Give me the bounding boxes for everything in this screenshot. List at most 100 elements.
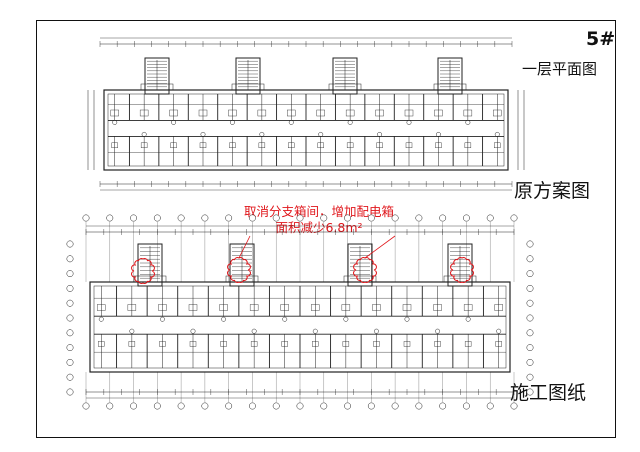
axis-bubble-icon	[272, 214, 280, 222]
furniture-outline	[128, 341, 136, 347]
landing-outline	[231, 83, 265, 91]
axis-bubble-icon	[391, 402, 399, 410]
axis-bubble-icon	[296, 402, 304, 410]
axis-bubble-icon	[66, 329, 74, 337]
furniture-outline	[98, 341, 105, 347]
furniture-outline	[257, 109, 267, 117]
axis-bubble-icon	[201, 214, 209, 222]
stair-core	[137, 243, 163, 287]
axis-bubble-icon	[391, 214, 399, 222]
fixture-icon	[435, 328, 441, 334]
furniture-outline	[110, 109, 119, 117]
fixture-icon	[229, 119, 235, 125]
furniture-outline	[373, 341, 380, 347]
furniture-outline	[220, 341, 227, 347]
stair-core	[229, 243, 255, 287]
landing-outline	[433, 83, 467, 91]
axis-bubble-icon	[526, 299, 534, 307]
fixture-icon	[404, 316, 410, 322]
fixture-icon	[171, 119, 177, 125]
axis-bubble-icon	[130, 214, 138, 222]
revision-annotation: 取消分支箱间，增加配电箱 面积减少6.8m²	[244, 204, 394, 236]
stair-core	[144, 57, 170, 95]
landing-outline	[140, 83, 174, 91]
fixture-icon	[343, 316, 349, 322]
fixture-icon	[259, 131, 265, 137]
furniture-outline	[375, 109, 384, 117]
axis-bubble-icon	[462, 214, 470, 222]
furniture-outline	[494, 142, 501, 149]
axis-bubble-icon	[66, 388, 74, 396]
furniture-outline	[434, 109, 443, 117]
stair-core	[235, 57, 261, 95]
axis-bubble-icon	[415, 214, 423, 222]
furniture-outline	[495, 341, 502, 347]
fixture-icon	[435, 131, 441, 137]
revision-annotation-line-2: 面积减少6.8m²	[275, 220, 363, 235]
furniture-outline	[97, 304, 106, 311]
axis-bubble-icon	[82, 402, 90, 410]
fixture-icon	[318, 131, 324, 137]
axis-bubble-icon	[66, 270, 74, 278]
fixture-icon	[406, 119, 412, 125]
fixture-icon	[141, 131, 147, 137]
axis-bubble-icon	[439, 402, 447, 410]
furniture-outline	[311, 304, 320, 311]
revision-cloud-icon	[450, 257, 474, 283]
axis-bubble-icon	[526, 373, 534, 381]
furniture-outline	[188, 304, 198, 311]
axis-bubble-icon	[66, 284, 74, 292]
axis-bubble-icon	[486, 214, 494, 222]
fixture-icon	[112, 119, 118, 125]
furniture-outline	[288, 142, 295, 149]
axis-bubble-icon	[153, 214, 161, 222]
fixture-icon	[496, 328, 502, 334]
stair-core	[332, 57, 358, 95]
axis-bubble-icon	[296, 214, 304, 222]
axis-bubble-icon	[66, 358, 74, 366]
furniture-outline	[433, 304, 442, 311]
axis-bubble-icon	[82, 214, 90, 222]
furniture-outline	[250, 341, 258, 347]
fixture-icon	[494, 131, 500, 137]
fixture-icon	[98, 316, 104, 322]
revision-cloud-icon	[131, 258, 155, 284]
furniture-outline	[280, 304, 289, 311]
furniture-outline	[316, 109, 325, 117]
fixture-icon	[312, 328, 318, 334]
axis-bubble-icon	[130, 402, 138, 410]
original-scheme-label: 原方案图	[514, 180, 591, 202]
furniture-outline	[199, 142, 207, 149]
axis-bubble-icon	[367, 402, 375, 410]
furniture-outline	[435, 142, 442, 149]
fixture-icon	[251, 328, 257, 334]
furniture-outline	[434, 341, 441, 347]
axis-bubble-icon	[225, 402, 233, 410]
original-floor-plan	[87, 37, 525, 191]
fixture-icon	[377, 131, 383, 137]
fixture-icon	[221, 316, 227, 322]
axis-bubble-icon	[201, 402, 209, 410]
furniture-outline	[463, 304, 473, 311]
drawing-sheet-frame	[36, 20, 616, 438]
furniture-outline	[170, 142, 177, 149]
axis-bubble-icon	[526, 329, 534, 337]
axis-bubble-icon	[177, 214, 185, 222]
furniture-outline	[402, 304, 412, 311]
axis-bubble-icon	[248, 402, 256, 410]
fixture-icon	[465, 119, 471, 125]
revision-annotation-line-1: 取消分支箱间，增加配电箱	[244, 204, 395, 219]
furniture-outline	[228, 109, 237, 117]
fixture-icon	[373, 328, 379, 334]
axis-bubble-icon	[320, 402, 328, 410]
furniture-outline	[169, 109, 178, 117]
furniture-outline	[493, 109, 502, 117]
fixture-icon	[129, 328, 135, 334]
furniture-outline	[372, 304, 381, 311]
construction-floor-plan	[66, 214, 534, 410]
furniture-outline	[140, 142, 148, 149]
axis-bubble-icon	[526, 344, 534, 352]
axis-bubble-icon	[526, 358, 534, 366]
revision-cloud-icon	[353, 257, 377, 283]
